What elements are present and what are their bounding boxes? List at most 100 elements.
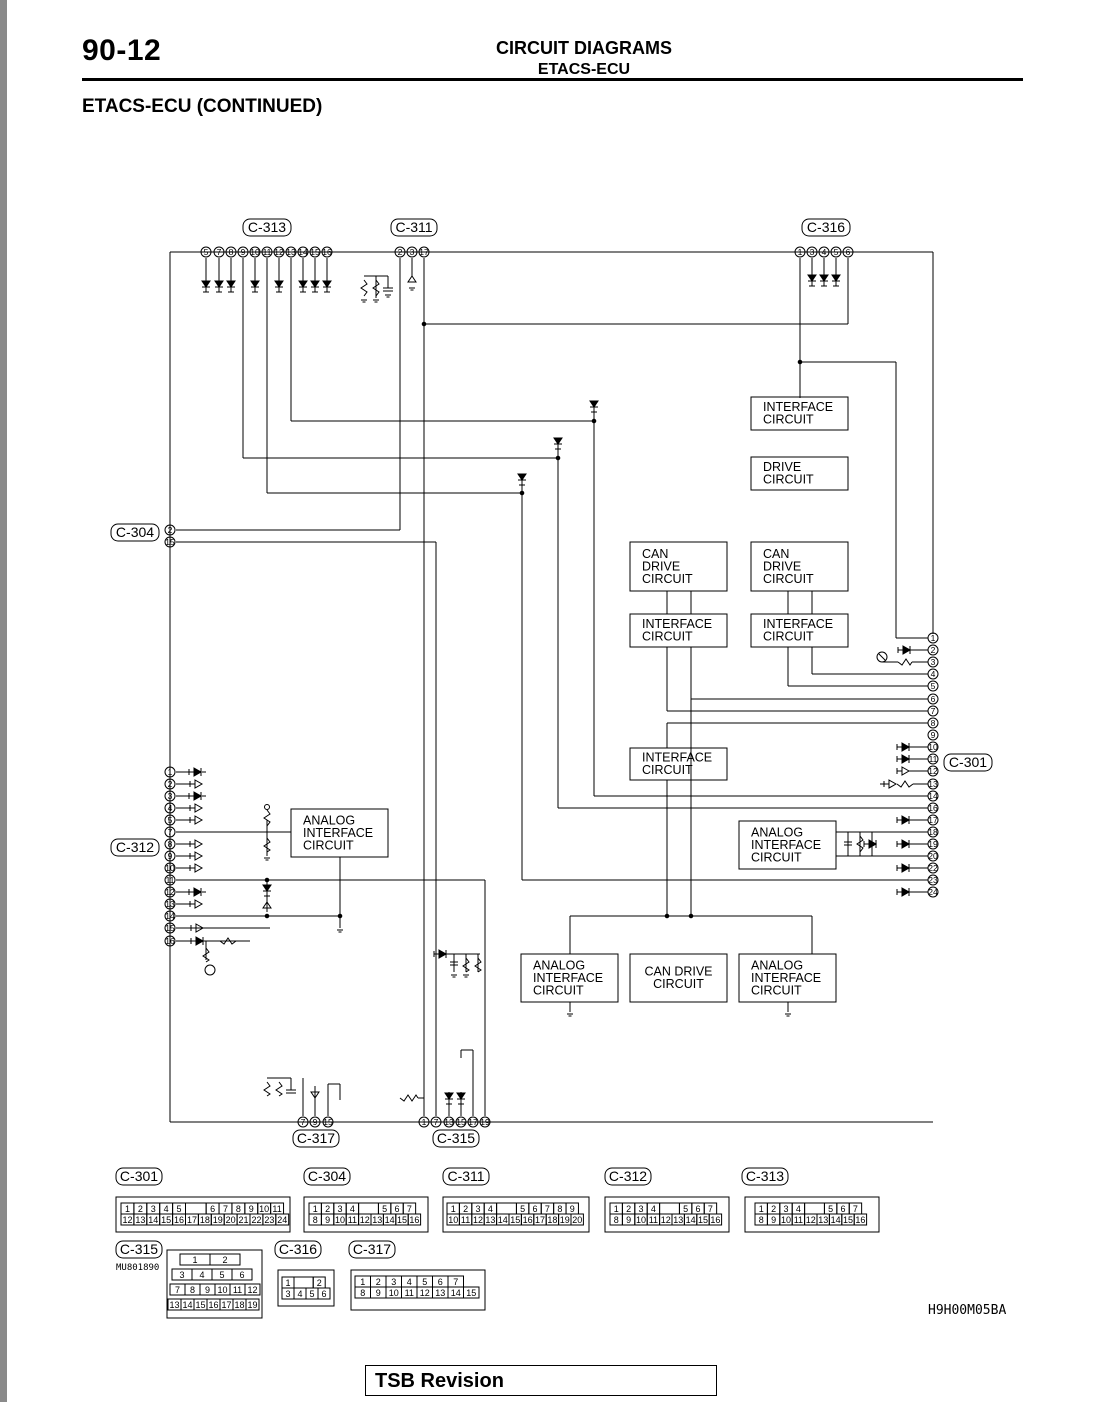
analog-interface-circuit-bottom-right-label: ANALOG xyxy=(751,958,803,972)
analog-interface-circuit-left-label: CIRCUIT xyxy=(303,838,354,852)
face-pin: 19 xyxy=(560,1215,570,1225)
analog-interface-circuit-bottom-left-label: INTERFACE xyxy=(533,971,603,985)
pin-c312-8: 8 xyxy=(168,839,173,849)
face-label-c301: C-301 xyxy=(120,1168,158,1184)
figure-code: H9H00M05BA xyxy=(928,1303,1007,1318)
face-pin: 20 xyxy=(572,1215,582,1225)
face-pin: 1 xyxy=(614,1204,619,1214)
face-pin: 14 xyxy=(182,1300,192,1310)
pin-c317-9: 9 xyxy=(313,1117,318,1127)
face-pin: 14 xyxy=(451,1288,461,1298)
face-pin: 9 xyxy=(205,1285,210,1295)
connector-c312-label: C-312 xyxy=(116,839,154,855)
page-subtitle: ETACS-ECU xyxy=(537,61,631,78)
can-drive-circuit-left-label: DRIVE xyxy=(642,559,680,573)
pin-c315-7: 7 xyxy=(434,1117,439,1127)
pin-c301-22: 22 xyxy=(928,863,938,873)
pin-c312-16: 16 xyxy=(165,936,175,946)
pin-c301-19: 19 xyxy=(928,839,938,849)
interface-circuit-can-right xyxy=(750,613,849,648)
pin-c301-24: 24 xyxy=(928,887,938,897)
pin-c315-13: 13 xyxy=(444,1117,454,1127)
face-pin: 5 xyxy=(520,1204,525,1214)
face-label-c312: C-312 xyxy=(609,1168,647,1184)
face-pin: 12 xyxy=(122,1215,132,1225)
pin-c316-4: 4 xyxy=(822,247,827,257)
face-label-c316: C-316 xyxy=(279,1241,317,1257)
pin-c301-18: 18 xyxy=(928,827,938,837)
interface-circuit-can-right-label: INTERFACE xyxy=(763,617,833,631)
face-pin: 15 xyxy=(510,1215,520,1225)
face-pin: 2 xyxy=(325,1204,330,1214)
can-drive-circuit-right xyxy=(750,541,849,592)
pin-c301-5: 5 xyxy=(931,681,936,691)
can-drive-circuit-bottom xyxy=(629,953,728,1003)
face-label-c304: C-304 xyxy=(308,1168,346,1184)
analog-interface-circuit-bottom-right-label: INTERFACE xyxy=(751,971,821,985)
face-pin: 6 xyxy=(210,1204,215,1214)
pin-c312-13: 13 xyxy=(165,899,175,909)
can-drive-circuit-right-label: CIRCUIT xyxy=(763,572,814,586)
pin-c313-14: 14 xyxy=(298,247,308,257)
drive-circuit-top xyxy=(750,456,849,491)
pin-c316-1: 1 xyxy=(798,247,803,257)
pin-c312-12: 12 xyxy=(165,887,175,897)
face-pin: 1 xyxy=(192,1255,197,1265)
pin-c315-15: 15 xyxy=(456,1117,466,1127)
pin-c301-9: 9 xyxy=(931,730,936,740)
face-pin: 1 xyxy=(360,1277,365,1287)
pin-c317-7: 7 xyxy=(301,1117,306,1127)
face-pin: 11 xyxy=(649,1215,658,1225)
face-pin: 8 xyxy=(190,1285,195,1295)
face-pin: 8 xyxy=(557,1204,562,1214)
face-pin: 6 xyxy=(533,1204,538,1214)
pin-c301-6: 6 xyxy=(931,694,936,704)
interface-circuit-middle-label: CIRCUIT xyxy=(642,763,693,777)
header-rule xyxy=(82,78,1023,81)
pin-c301-13: 13 xyxy=(928,779,938,789)
face-pin: 1 xyxy=(125,1204,130,1214)
pin-c301-2: 2 xyxy=(931,645,936,655)
face-pin: 13 xyxy=(435,1288,445,1298)
pin-c312-11: 11 xyxy=(166,875,175,885)
face-pin: 10 xyxy=(389,1288,399,1298)
face-pin: 11 xyxy=(348,1215,357,1225)
face-pin: 6 xyxy=(696,1204,701,1214)
face-pin: 24 xyxy=(277,1215,287,1225)
face-pin: 10 xyxy=(781,1215,791,1225)
face-pin: 10 xyxy=(217,1285,227,1295)
face-pin: 10 xyxy=(259,1204,269,1214)
face-pin: 10 xyxy=(636,1215,646,1225)
face-pin: 19 xyxy=(213,1215,223,1225)
face-pin: 11 xyxy=(272,1204,281,1214)
face-pin: 16 xyxy=(409,1215,419,1225)
pin-c301-8: 8 xyxy=(931,718,936,728)
face-pin: 3 xyxy=(337,1204,342,1214)
face-pin: 16 xyxy=(710,1215,720,1225)
analog-interface-circuit-right-label: ANALOG xyxy=(751,825,803,839)
face-pin: 13 xyxy=(169,1300,179,1310)
pin-c315-1: 1 xyxy=(422,1117,427,1127)
face-pin: 3 xyxy=(179,1270,184,1280)
analog-interface-circuit-left-label: ANALOG xyxy=(303,813,355,827)
face-pin: 1 xyxy=(313,1204,318,1214)
pin-c301-23: 23 xyxy=(928,875,938,885)
face-pin: 9 xyxy=(325,1215,330,1225)
pin-c301-10: 10 xyxy=(928,742,938,752)
connector-c316-label: C-316 xyxy=(807,219,845,235)
pin-c304-15: 15 xyxy=(165,537,175,547)
pin-c301-4: 4 xyxy=(931,669,936,679)
face-pin: 18 xyxy=(547,1215,557,1225)
pin-c301-7: 7 xyxy=(931,706,936,716)
connector-c304-label: C-304 xyxy=(116,524,154,540)
face-pin: 3 xyxy=(638,1204,643,1214)
analog-interface-circuit-left xyxy=(290,808,389,858)
analog-interface-circuit-left-label: INTERFACE xyxy=(303,826,373,840)
face-pin: 12 xyxy=(806,1215,816,1225)
face-pin: 4 xyxy=(350,1204,355,1214)
